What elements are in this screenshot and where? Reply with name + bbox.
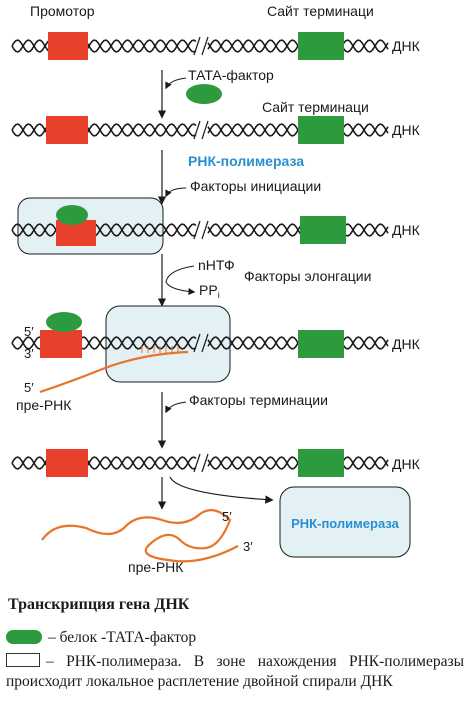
legend-rnap-text: – РНК-полимераза. В зоне нахождения РНК-… — [6, 653, 464, 690]
dna-break-mark — [193, 333, 201, 353]
dna-break-mark — [201, 120, 209, 140]
legend-tata-swatch — [6, 630, 42, 644]
dna-break-mark — [201, 36, 209, 56]
released-rna-polymerase-box — [279, 486, 411, 558]
rna-polymerase-label-1: РНК-полимераза — [188, 153, 304, 169]
transcription-diagram: Промотор Сайт терминаци ДНК ТАТА-фактор … — [11, 3, 421, 575]
ntp-arrow — [165, 265, 196, 296]
tata-factor-icon — [186, 84, 222, 104]
promoter-box — [46, 449, 88, 477]
dna-break-mark — [193, 453, 201, 473]
dna-break-mark — [193, 120, 201, 140]
promoter-box — [40, 330, 82, 358]
ntp-label: nНТФ — [198, 257, 235, 273]
termination-box — [298, 330, 344, 358]
termination-box — [298, 32, 344, 60]
five-prime-rna-label: 5′ — [24, 380, 34, 395]
release-arrow-polymerase — [169, 476, 274, 504]
dna-row-4: ДНК 5′ 3′ 5′ пре-РНК — [11, 312, 421, 413]
termination-site-label-1: Сайт терминаци — [267, 3, 374, 19]
dna-label: ДНК — [392, 336, 421, 352]
three-prime-dna-label: 3′ — [24, 346, 34, 361]
figure-caption: Транскрипция гена ДНК — [8, 596, 190, 613]
termination-factors-label: Факторы терминации — [189, 392, 328, 408]
legend-rnap-swatch — [6, 653, 40, 667]
dna-label: ДНК — [392, 222, 421, 238]
dna-break-mark — [201, 333, 209, 353]
dna-label: ДНК — [392, 456, 421, 472]
dna-break-mark — [193, 220, 201, 240]
dna-break-mark — [201, 220, 209, 240]
base-pairs — [141, 346, 179, 353]
tata-factor-label: ТАТА-фактор — [188, 67, 274, 83]
pp-label: PPi — [199, 282, 220, 300]
dna-row-5: ДНК — [11, 449, 421, 477]
promoter-label: Промотор — [30, 3, 95, 19]
bent-arrow-1 — [165, 77, 187, 90]
rna-polymerase-elongation-box — [105, 305, 231, 383]
dna-break-mark — [201, 453, 209, 473]
five-prime-released-label: 5′ — [222, 509, 232, 524]
dna-label: ДНК — [392, 38, 421, 54]
tata-factor-bound — [46, 312, 82, 332]
termination-box — [298, 116, 344, 144]
termination-box — [298, 449, 344, 477]
dna-break-mark — [193, 36, 201, 56]
legend-rnap: – РНК-полимераза. В зоне нахождения РНК-… — [6, 652, 464, 692]
legend-tata: – белок -ТАТА-фактор — [6, 628, 196, 648]
bent-arrow-2 — [165, 187, 187, 198]
initiation-factors-label: Факторы инициации — [190, 178, 321, 194]
promoter-box — [46, 116, 88, 144]
pre-rna-label-2: пре-РНК — [128, 559, 184, 575]
five-prime-dna-label: 5′ — [24, 324, 34, 339]
dna-row-1: ДНК — [11, 32, 421, 60]
dna-row-2: ДНК — [11, 116, 421, 144]
termination-box — [300, 216, 346, 244]
released-pre-rna-strand — [41, 509, 239, 563]
elongation-factors-label: Факторы элонгации — [244, 268, 371, 284]
pre-rna-label-1: пре-РНК — [16, 397, 72, 413]
three-prime-released-label: 3′ — [243, 539, 253, 554]
dna-label: ДНК — [392, 122, 421, 138]
tata-factor-bound — [56, 205, 88, 225]
promoter-box — [48, 32, 88, 60]
termination-site-label-2: Сайт терминаци — [262, 99, 369, 115]
rna-polymerase-label-2: РНК-полимераза — [291, 516, 400, 531]
dna-strand-b — [11, 223, 389, 237]
bent-arrow-4 — [165, 401, 187, 414]
legend-tata-text: – белок -ТАТА-фактор — [48, 629, 197, 646]
dna-row-3: ДНК — [11, 205, 421, 246]
pre-rna-strand — [39, 350, 189, 394]
